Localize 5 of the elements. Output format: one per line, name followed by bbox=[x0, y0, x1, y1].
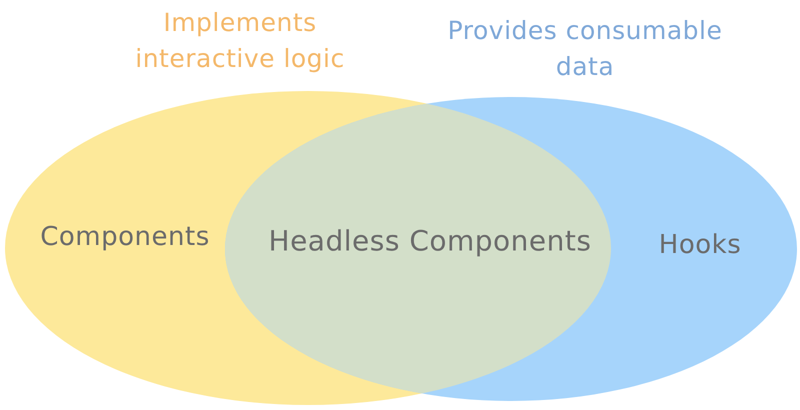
overlap-label: Headless Components bbox=[268, 224, 592, 258]
set-heading: Provides consumable data bbox=[446, 15, 724, 83]
set-label: Components bbox=[40, 222, 210, 252]
set-label: Hooks bbox=[658, 230, 742, 260]
set-heading: Implements interactive logic bbox=[134, 7, 346, 75]
